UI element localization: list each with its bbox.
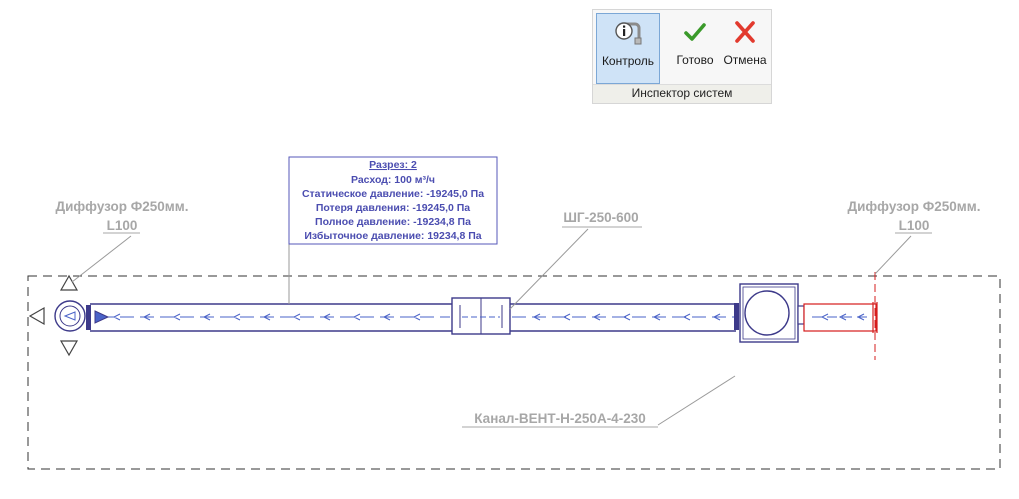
left-diffuser[interactable] xyxy=(54,300,110,332)
flow-line xyxy=(100,313,734,321)
cancel-button-label: Отмена xyxy=(723,53,767,67)
damper-element[interactable] xyxy=(451,297,511,335)
panel-title: Инспектор систем xyxy=(593,84,771,103)
channel-tag[interactable]: Канал-ВЕНТ-Н-250А-4-230 xyxy=(462,411,658,428)
damper-tag-text: ШГ-250-600 xyxy=(563,210,638,225)
checkmark-icon xyxy=(683,19,707,45)
info-static-pressure: Статическое давление: -19245,0 Па xyxy=(302,188,484,200)
info-excess-pressure: Избыточное давление: 19234,8 Па xyxy=(304,230,481,242)
leader-lines xyxy=(71,228,912,426)
cancel-button[interactable]: Отмена xyxy=(720,13,770,84)
info-total-pressure: Полное давление: -19234,8 Па xyxy=(315,216,471,228)
info-title: Разрез: 2 xyxy=(369,159,417,171)
done-button[interactable]: Готово xyxy=(670,13,720,84)
info-flow: Расход: 100 м³/ч xyxy=(351,174,435,186)
main-duct[interactable] xyxy=(90,303,736,332)
control-button-label: Контроль xyxy=(601,54,655,68)
direction-arrows[interactable] xyxy=(28,274,79,357)
system-inspector-panel: Контроль Готово Отмена Инспектор систем xyxy=(592,9,772,104)
right-diffuser-tag[interactable]: Диффузор Ф250мм. L100 xyxy=(847,199,981,234)
left-diffuser-tag-line2: L100 xyxy=(107,218,138,233)
control-button[interactable]: Контроль xyxy=(596,13,660,84)
done-button-label: Готово xyxy=(676,53,714,67)
system-inspector-icon xyxy=(613,20,643,46)
damper-tag[interactable]: ШГ-250-600 xyxy=(562,210,642,228)
cancel-x-icon xyxy=(733,19,757,45)
section-info-box[interactable]: Разрез: 2 Расход: 100 м³/ч Статическое д… xyxy=(288,156,498,245)
right-diffuser-tag-line1: Диффузор Ф250мм. xyxy=(847,199,980,214)
channel-tag-text: Канал-ВЕНТ-Н-250А-4-230 xyxy=(474,411,645,426)
fan-unit[interactable] xyxy=(734,283,805,343)
left-diffuser-tag-line1: Диффузор Ф250мм. xyxy=(55,199,188,214)
left-diffuser-tag[interactable]: Диффузор Ф250мм. L100 xyxy=(55,199,189,234)
right-diffuser-tag-line2: L100 xyxy=(899,218,930,233)
selected-duct-segment[interactable] xyxy=(803,272,878,360)
channel-boundary xyxy=(27,275,1001,470)
info-pressure-loss: Потеря давления: -19245,0 Па xyxy=(316,202,470,214)
